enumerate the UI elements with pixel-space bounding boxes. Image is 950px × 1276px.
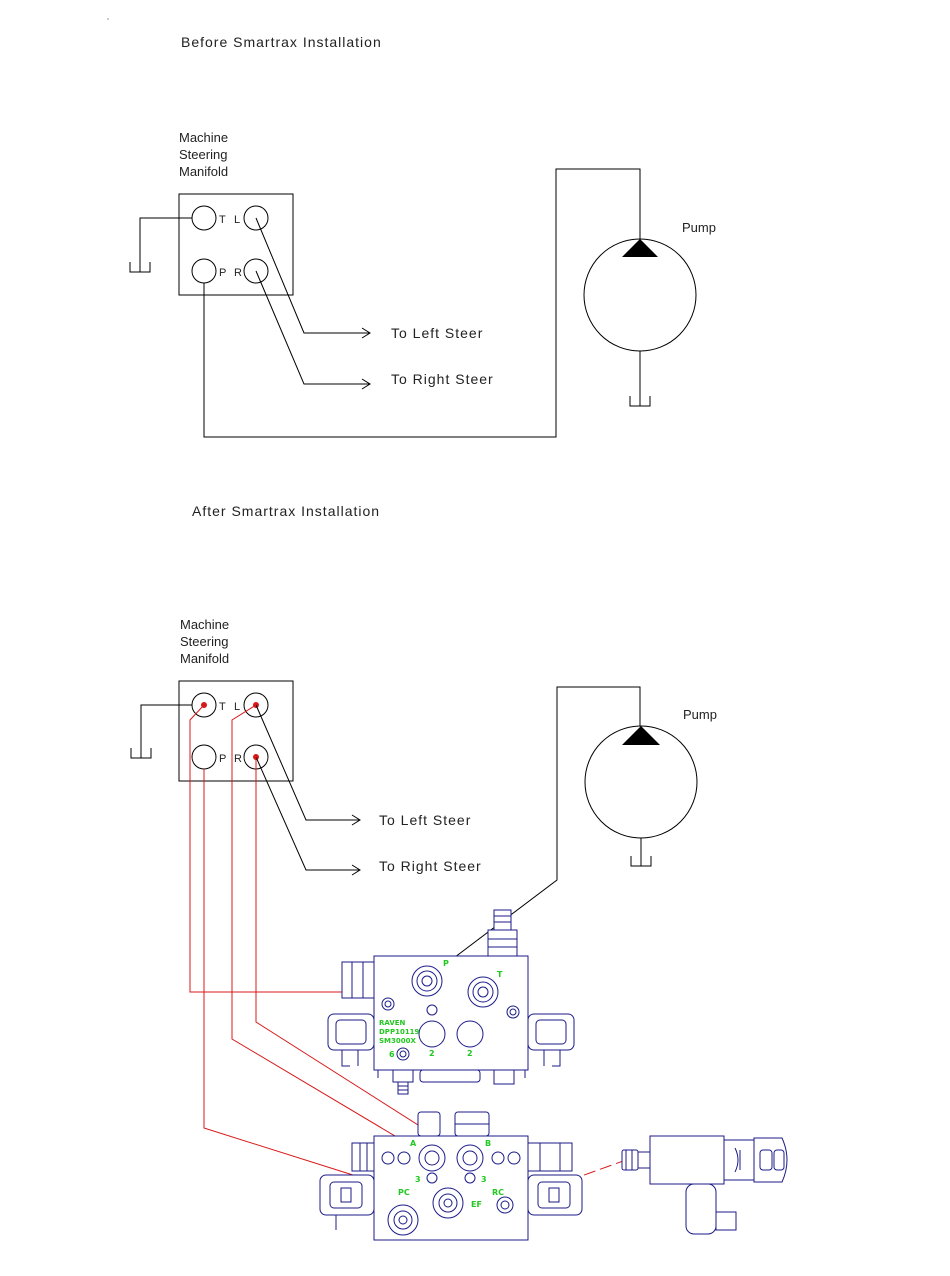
- upper-brand-line-3: SM3000X: [379, 1037, 416, 1045]
- before-port-r-label: R: [234, 267, 242, 279]
- sensor-connector: [754, 1138, 787, 1182]
- upper-port-6-label: 6: [389, 1050, 395, 1059]
- upper-port-t-label: T: [497, 970, 503, 979]
- manifold-label-line-2: Steering: [180, 634, 228, 649]
- after-manifold-label: Machine Steering Manifold: [180, 617, 229, 666]
- sensor-fitting: [622, 1150, 638, 1170]
- before-port-t: [192, 206, 216, 230]
- after-pump-pressure-line: [426, 687, 640, 979]
- after-port-p: [192, 745, 216, 769]
- manifold-label-line-3: Manifold: [179, 164, 228, 179]
- manifold-label-line-1: Machine: [180, 617, 229, 632]
- manifold-label-line-1: Machine: [179, 130, 228, 145]
- before-port-t-label: T: [219, 214, 226, 226]
- sensor-body: [650, 1136, 724, 1184]
- before-port-l-label: L: [234, 214, 240, 226]
- before-port-p-label: P: [219, 267, 226, 279]
- lower-port-pc-label: PC: [398, 1188, 410, 1197]
- hose-tank: [190, 705, 485, 992]
- after-pump-arrow-icon: [622, 726, 660, 745]
- after-left-steer-line: [256, 705, 360, 820]
- upper-brand-line-1: RAVEN: [379, 1019, 406, 1027]
- after-port-t-label: T: [219, 701, 226, 713]
- before-section: Before Smartrax Installation Machine Ste…: [130, 34, 716, 437]
- before-to-right-label: To Right Steer: [391, 371, 494, 387]
- before-right-steer-line: [256, 271, 370, 384]
- speck: [107, 18, 108, 19]
- lower-port-rc-label: RC: [492, 1188, 504, 1197]
- upper-left-fitting: [342, 962, 374, 998]
- lower-port-a-label: A: [410, 1139, 417, 1148]
- lower-left-fitting: [352, 1143, 374, 1171]
- upper-bottom-fitting-1: [393, 1070, 413, 1082]
- after-port-l-label: L: [234, 701, 240, 713]
- lower-right-fitting: [528, 1143, 572, 1171]
- before-pump-label: Pump: [682, 220, 716, 235]
- after-port-r-label: R: [234, 753, 242, 765]
- pressure-sensor: [622, 1136, 787, 1234]
- upper-brand-line-2: DPP10119: [379, 1028, 420, 1036]
- after-port-p-label: P: [219, 753, 226, 765]
- before-port-p: [192, 259, 216, 283]
- after-tank-line: [141, 705, 192, 758]
- before-pump-arrow-icon: [622, 239, 658, 257]
- before-tank-icon: [130, 262, 150, 272]
- upper-port-2b-label: 2: [467, 1049, 473, 1058]
- lower-top-fitting-1: [418, 1112, 440, 1136]
- before-tank-line: [140, 218, 192, 272]
- after-pump-label: Pump: [683, 707, 717, 722]
- lower-port-ef-label: EF: [471, 1200, 482, 1209]
- upper-valve-block: P T 2 2 6 RAVEN DPP10119 SM3000X: [328, 910, 574, 1094]
- manifold-label-line-2: Steering: [179, 147, 227, 162]
- upper-top-hex: [488, 930, 517, 956]
- after-title: After Smartrax Installation: [192, 503, 380, 519]
- before-to-left-label: To Left Steer: [391, 325, 483, 341]
- before-title: Before Smartrax Installation: [181, 34, 382, 50]
- before-manifold-label: Machine Steering Manifold: [179, 130, 228, 179]
- after-right-steer-line: [256, 757, 360, 870]
- before-left-steer-line: [256, 218, 370, 333]
- upper-bottom-fitting-3: [494, 1070, 514, 1084]
- sensor-cable-plug: [686, 1184, 716, 1234]
- after-section: After Smartrax Installation Machine Stee…: [131, 503, 787, 1240]
- sensor-collar: [724, 1140, 754, 1180]
- upper-port-p-label: P: [443, 959, 449, 968]
- lower-port-3a-label: 3: [415, 1175, 421, 1184]
- upper-bottom-fitting-2: [420, 1070, 480, 1082]
- lower-port-b-label: B: [485, 1139, 491, 1148]
- lower-valve-block: A B 3 3 EF PC RC: [320, 1112, 582, 1240]
- manifold-label-line-3: Manifold: [180, 651, 229, 666]
- lower-port-3b-label: 3: [481, 1175, 487, 1184]
- sensor-cable-end: [716, 1212, 736, 1230]
- sensor-neck: [638, 1152, 650, 1168]
- upper-port-2a-label: 2: [429, 1049, 435, 1058]
- after-to-right-label: To Right Steer: [379, 858, 482, 874]
- upper-top-fitting: [494, 910, 511, 930]
- after-to-left-label: To Left Steer: [379, 812, 471, 828]
